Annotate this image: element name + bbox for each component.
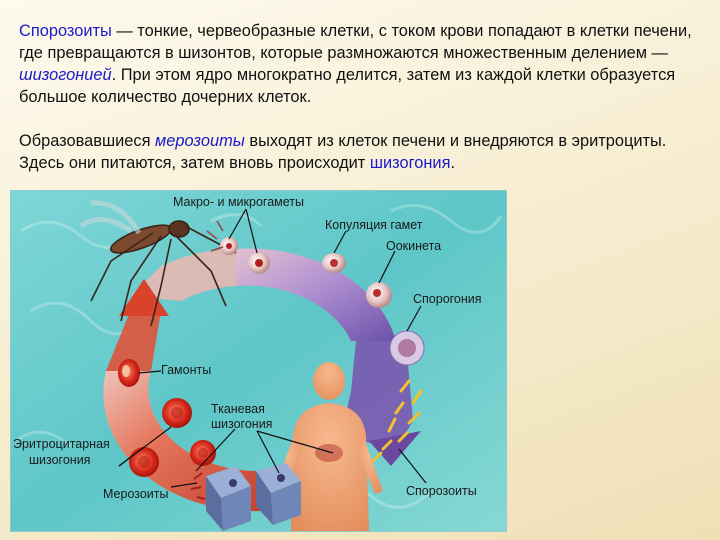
- cycle-arc-pink: [131, 249, 236, 301]
- term-sporozoites: Спорозоиты: [19, 22, 112, 40]
- sporozoite-rods: [371, 379, 423, 463]
- cycle-arc-purple-top: [236, 248, 396, 341]
- cycle-cells-right: [322, 253, 425, 366]
- label-erythro-1: Эритроцитарная: [13, 437, 110, 451]
- label-sporogony: Спорогония: [413, 292, 482, 306]
- paragraph-sporozoites: Спорозоиты — тонкие, червеобразные клетк…: [19, 22, 692, 106]
- paragraph-merozoites: Образовавшиеся мерозоиты выходят из клет…: [19, 132, 667, 172]
- mosquito-icon: [79, 200, 237, 327]
- term-schizogony: шизогонией: [19, 66, 112, 84]
- diagram-canvas: Макро- и микрогаметы Копуляция гамет Оок…: [11, 191, 506, 531]
- red-blood-cell-icon: [129, 398, 216, 477]
- term-merozoites: мерозоиты: [155, 132, 245, 150]
- cycle-arc-red-up: [106, 309, 161, 371]
- label-erythro-2: шизогония: [29, 453, 90, 467]
- term-schizogony-2: шизогония: [369, 154, 451, 172]
- leader-lines: [118, 208, 427, 488]
- liver-cell-icon: [190, 463, 301, 531]
- arc-arrow-purple: [369, 431, 421, 466]
- label-sporozoites: Спорозоиты: [406, 484, 477, 498]
- gamont-cells: [118, 359, 140, 387]
- label-merozoites: Мерозоиты: [103, 487, 169, 501]
- label-tissue-2: шизогония: [211, 417, 272, 431]
- label-copulation: Копуляция гамет: [325, 218, 423, 232]
- description-text: Спорозоиты — тонкие, червеобразные клетк…: [19, 20, 699, 174]
- label-tissue-1: Тканевая: [211, 402, 265, 416]
- label-gametes: Макро- и микрогаметы: [173, 195, 304, 209]
- label-ookinete: Оокинета: [386, 239, 441, 253]
- gamete-cells: [206, 220, 270, 274]
- malaria-life-cycle-diagram: Макро- и микрогаметы Копуляция гамет Оок…: [10, 190, 507, 532]
- label-gamonts: Гамонты: [161, 363, 211, 377]
